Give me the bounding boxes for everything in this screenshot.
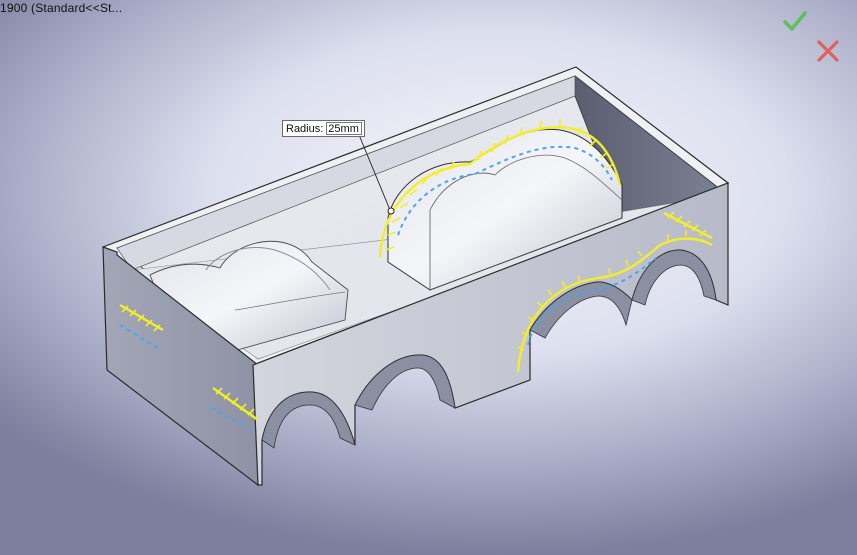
radius-callout: Radius:: [282, 120, 366, 137]
front-arches: [261, 249, 717, 449]
close-icon: [817, 40, 839, 62]
ok-button[interactable]: [782, 8, 808, 34]
radius-label: Radius:: [286, 122, 324, 135]
preview-dashes: [119, 145, 657, 431]
callout-leader: [356, 129, 391, 211]
document-title: 1900 (Standard<<St...: [0, 1, 123, 15]
radius-input[interactable]: [326, 122, 363, 135]
cancel-button[interactable]: [815, 38, 841, 64]
checkmark-icon: [783, 11, 807, 31]
callout-anchor-handle[interactable]: [387, 207, 395, 215]
fillet-preview-ticks: [121, 119, 707, 416]
